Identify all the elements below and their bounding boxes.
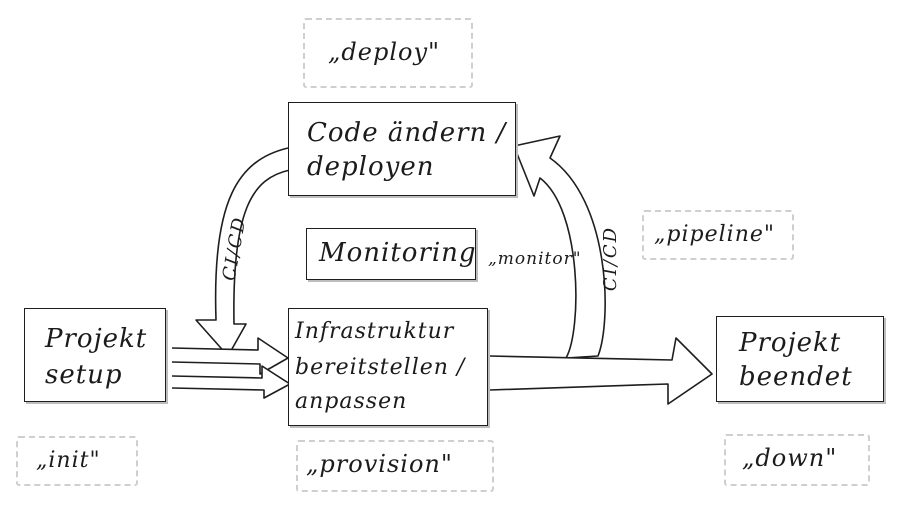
deploy-command-label: „deploy" — [328, 38, 441, 66]
infra-box: Infrastruktur bereitstellen / anpassen — [288, 308, 488, 426]
setup-to-infra-lower-arrow — [171, 365, 291, 399]
infra-box-line1: Infrastruktur — [295, 319, 455, 344]
provision-command-frame — [296, 440, 494, 492]
infra-box-line2: bereitstellen / — [295, 355, 466, 380]
end-box-line2: beendet — [739, 362, 853, 392]
init-command-frame — [16, 436, 138, 486]
monitoring-box: Monitoring — [306, 228, 476, 280]
right-cicd-arrow — [513, 135, 606, 359]
end-box: Projekt beendet — [716, 316, 884, 402]
provision-command-label: „provision" — [306, 450, 453, 478]
down-command-frame — [724, 434, 870, 486]
end-box-line1: Projekt — [739, 328, 842, 358]
setup-box-line2: setup — [45, 360, 123, 390]
pipeline-command-frame — [642, 210, 794, 260]
infra-box-line3: anpassen — [295, 389, 408, 414]
monitoring-box-label: Monitoring — [319, 238, 477, 268]
deploy-box-line1: Code ändern / — [307, 118, 507, 148]
down-command-label: „down" — [742, 444, 838, 472]
setup-box-line1: Projekt — [45, 324, 148, 354]
deploy-command-frame — [303, 18, 473, 88]
infra-to-end-arrow — [489, 337, 713, 405]
pipeline-command-label: „pipeline" — [654, 222, 775, 247]
monitor-command-label: „monitor" — [488, 249, 582, 269]
init-command-label: „init" — [36, 448, 101, 473]
left-cicd-arrow — [195, 147, 291, 357]
setup-box: Projekt setup — [24, 308, 166, 402]
deploy-box: Code ändern / deployen — [288, 102, 516, 196]
right-cicd-label: CI/CD — [600, 225, 622, 292]
deploy-box-line2: deployen — [307, 152, 435, 182]
